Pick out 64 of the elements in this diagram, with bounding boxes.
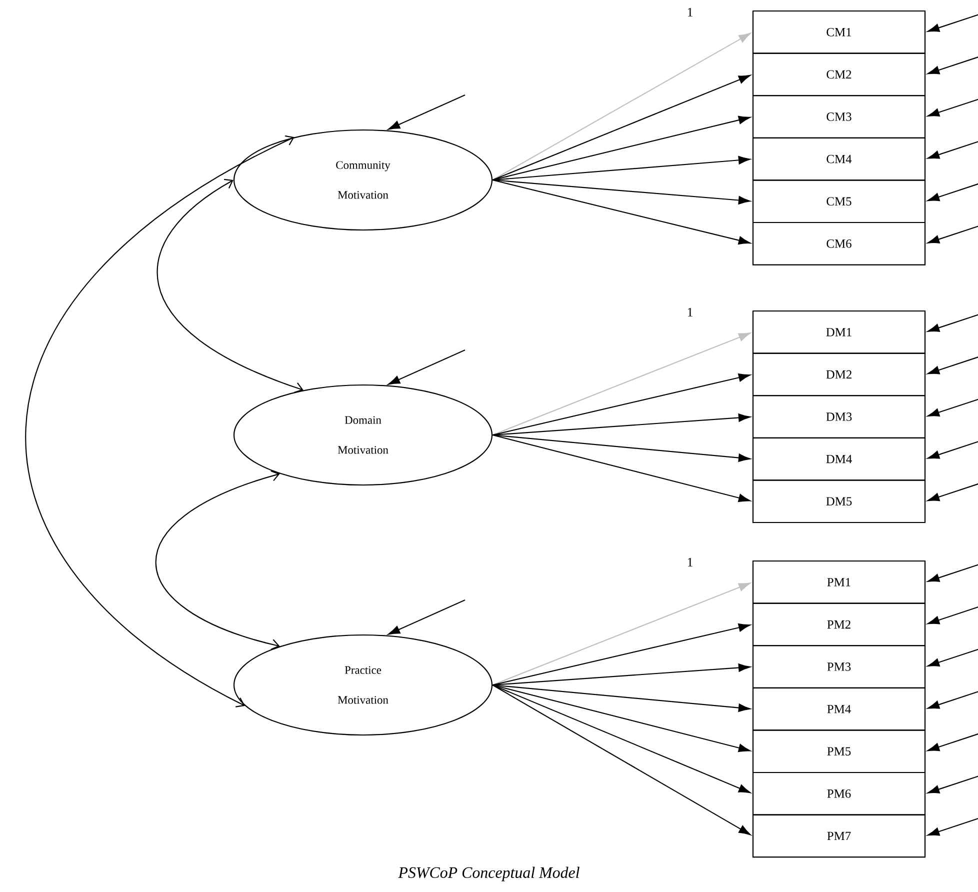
loading-arrow — [492, 684, 750, 752]
error-arrow — [928, 225, 978, 244]
loading-arrow — [492, 434, 750, 462]
indicator-box: PM4 — [752, 687, 926, 731]
loading-arrow — [492, 684, 751, 836]
loading-arrow — [492, 434, 750, 502]
loading-arrow — [492, 684, 751, 794]
indicator-box: DM3 — [752, 395, 926, 438]
loading-arrow — [492, 156, 750, 181]
indicator-box: CM3 — [752, 95, 926, 138]
error-arrow — [928, 690, 978, 709]
indicator-box: DM2 — [752, 352, 926, 396]
loading-arrow — [492, 332, 751, 436]
error-arrow — [928, 817, 978, 836]
error-arrow — [928, 482, 978, 502]
error-arrow — [928, 648, 978, 666]
loading-arrow — [492, 373, 750, 436]
edge-label: 1 — [686, 306, 694, 318]
covariance-arrow — [25, 135, 294, 708]
edge-label: 1 — [686, 556, 694, 568]
loading-arrow — [492, 116, 750, 181]
error-arrow — [928, 14, 978, 32]
error-arrow — [928, 440, 978, 459]
covariance-arrow — [157, 178, 304, 393]
loading-arrow — [492, 623, 750, 686]
error-arrow — [928, 140, 978, 159]
indicator-box: CM1 — [752, 10, 926, 54]
loading-arrow — [492, 74, 751, 180]
error-arrow — [928, 732, 978, 752]
indicator-box: CM4 — [752, 137, 926, 181]
error-arrow — [928, 314, 978, 332]
error-arrow — [928, 98, 978, 116]
disturbance-arrow — [388, 94, 466, 130]
disturbance-arrow — [388, 600, 466, 635]
indicator-box: PM6 — [752, 772, 926, 816]
caption: PSWCoP Conceptual Model — [398, 866, 580, 882]
indicator-box: PM2 — [752, 602, 926, 646]
error-arrow — [928, 398, 978, 416]
loading-arrow — [492, 582, 751, 686]
error-arrow — [928, 56, 978, 74]
loading-arrow — [492, 32, 751, 180]
error-arrow — [928, 564, 978, 582]
loading-arrow — [492, 414, 750, 436]
error-arrow — [928, 356, 978, 374]
indicator-box: DM4 — [752, 437, 926, 481]
loading-arrow — [492, 684, 750, 712]
indicator-box: PM7 — [752, 814, 926, 858]
loading-arrow — [492, 664, 750, 686]
indicator-box: CM6 — [752, 222, 926, 266]
covariance-arrow — [155, 470, 280, 650]
loading-arrow — [492, 179, 750, 244]
indicator-box: DM5 — [752, 480, 926, 524]
indicator-box: DM1 — [752, 310, 926, 354]
disturbance-arrow — [388, 350, 466, 385]
indicator-box: PM5 — [752, 730, 926, 774]
error-arrow — [928, 606, 978, 624]
loading-arrow — [492, 179, 750, 204]
indicator-box: PM1 — [752, 560, 926, 604]
indicator-box: CM2 — [752, 52, 926, 96]
edge-label: 1 — [686, 6, 694, 18]
indicator-box: CM5 — [752, 180, 926, 224]
error-arrow — [928, 775, 978, 794]
error-arrow — [928, 182, 978, 202]
indicator-box: PM3 — [752, 645, 926, 688]
